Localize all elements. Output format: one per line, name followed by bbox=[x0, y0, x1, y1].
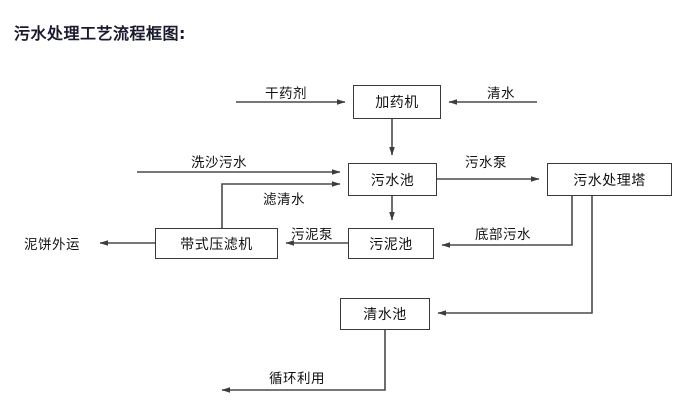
edge-label-sludge-pump: 污泥泵 bbox=[291, 227, 333, 243]
page-title: 污水处理工艺流程框图: bbox=[14, 24, 186, 43]
edge-label-dry-chemical: 干药剂 bbox=[265, 86, 307, 102]
edge-filtered-clear-water bbox=[221, 181, 341, 228]
edge-tower-to-clear-water bbox=[437, 196, 593, 316]
node-belt-filter-press[interactable]: 带式压滤机 bbox=[155, 228, 278, 259]
edge-label-sand-wash-sewage: 洗沙污水 bbox=[191, 155, 247, 171]
edge-label-sewage-pump: 污水泵 bbox=[465, 155, 507, 171]
node-label: 污水处理塔 bbox=[573, 172, 646, 189]
node-label: 带式压滤机 bbox=[180, 236, 253, 253]
edge-label-recycle-use: 循环利用 bbox=[269, 371, 325, 387]
node-dosing-machine[interactable]: 加药机 bbox=[353, 85, 441, 119]
edge-bottom-sewage bbox=[441, 196, 573, 248]
node-label: 清水池 bbox=[363, 307, 407, 323]
node-label: 加药机 bbox=[375, 95, 419, 111]
edge-label-filtered-clear-water: 滤清水 bbox=[263, 192, 305, 208]
node-label: 污水池 bbox=[370, 172, 415, 189]
node-sewage-pool[interactable]: 污水池 bbox=[348, 163, 437, 196]
edge-recycle-use bbox=[221, 330, 386, 393]
node-sludge-pool[interactable]: 污泥池 bbox=[348, 228, 434, 259]
edge-label-clean-water: 清水 bbox=[487, 86, 515, 102]
edge-label-bottom-sewage: 底部污水 bbox=[475, 227, 531, 243]
node-clear-water-pool[interactable]: 清水池 bbox=[340, 298, 430, 330]
node-label: 污泥池 bbox=[369, 236, 413, 253]
terminal-label-mud-cake-out: 泥饼外运 bbox=[24, 237, 80, 253]
node-treatment-tower[interactable]: 污水处理塔 bbox=[547, 163, 672, 196]
